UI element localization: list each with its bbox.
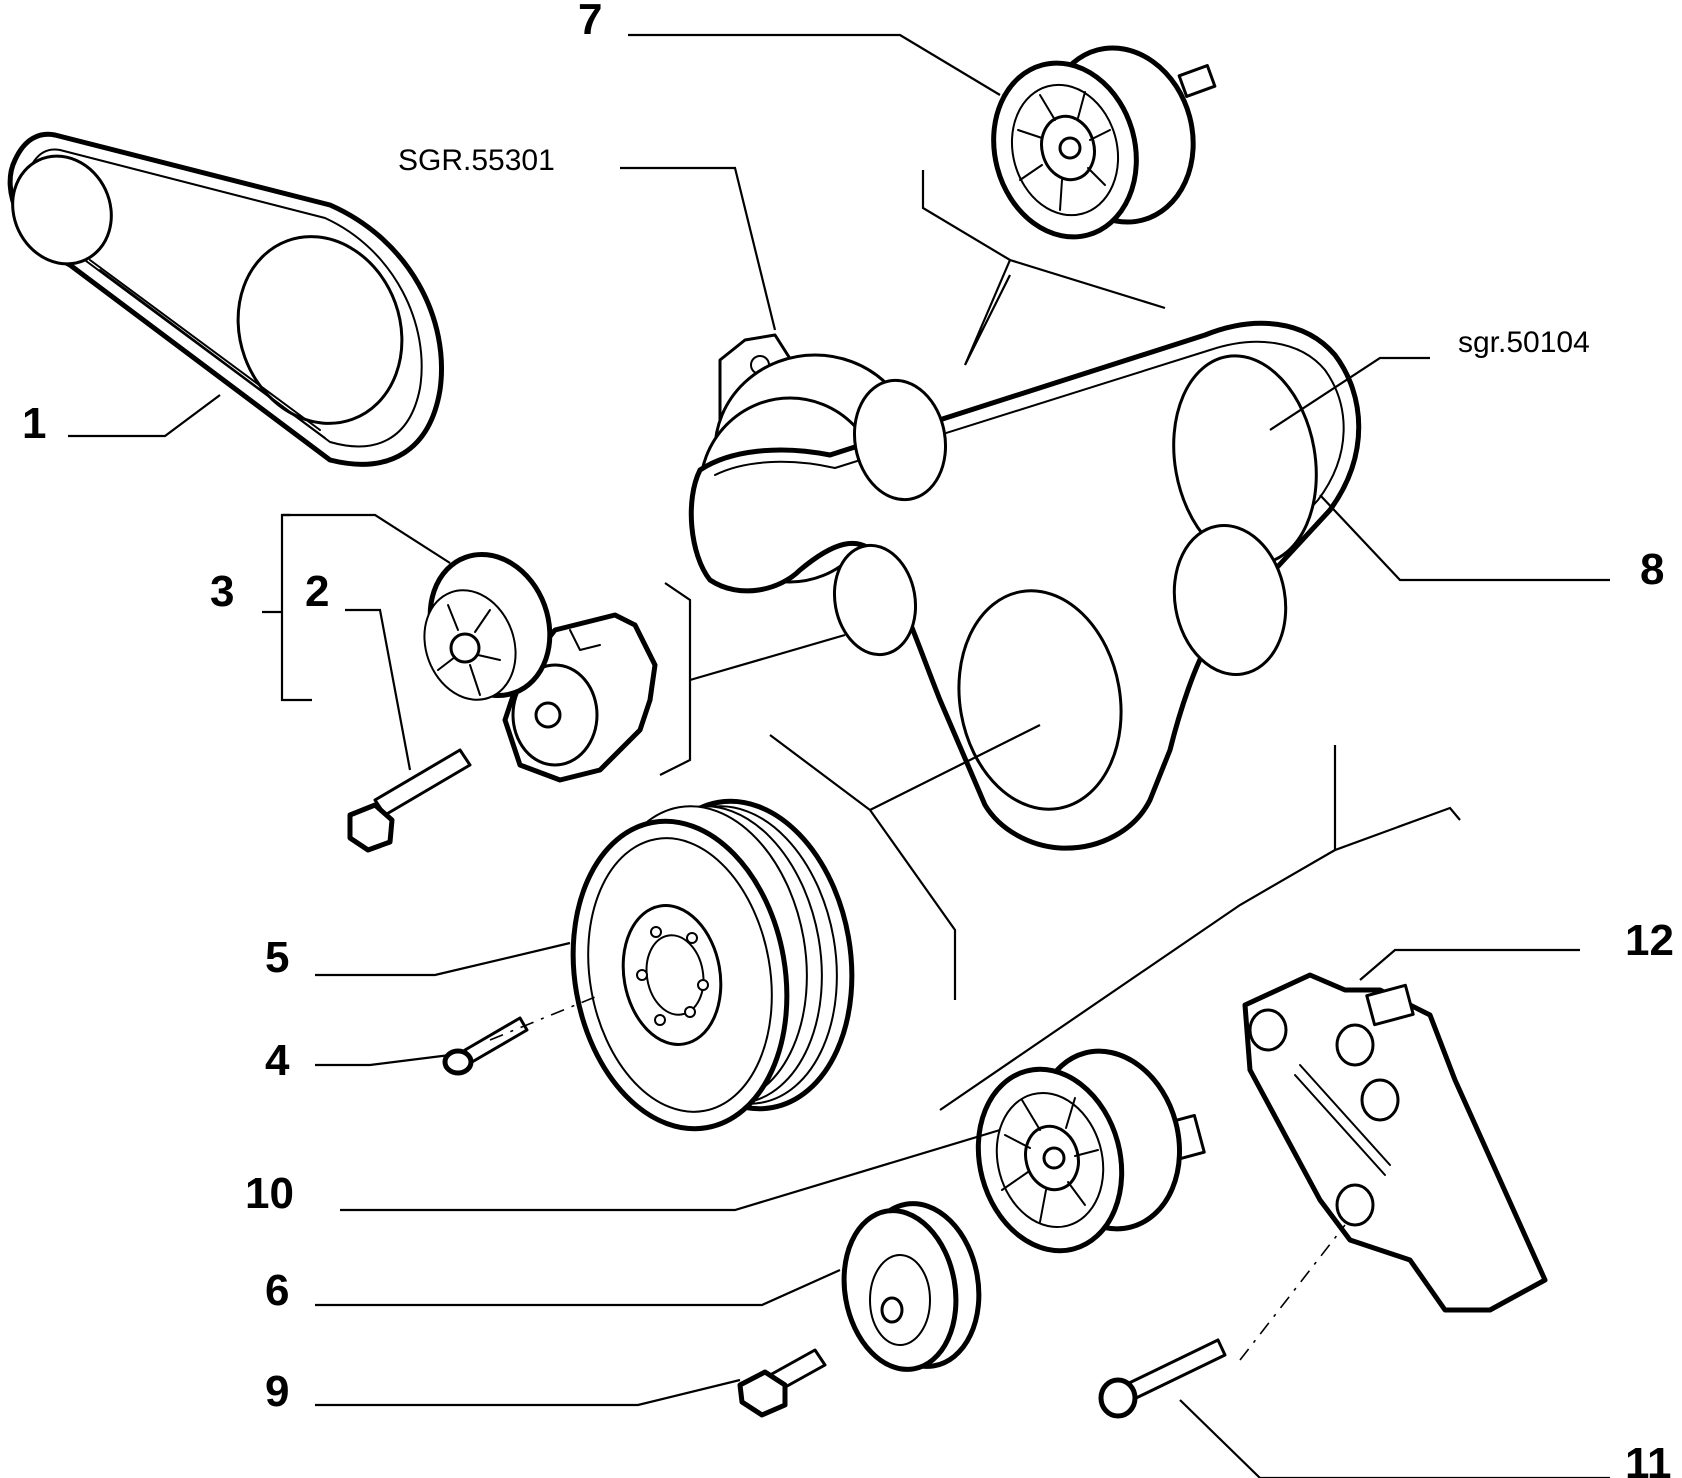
part-7-idler-pulley[interactable] <box>975 31 1217 253</box>
ref-sgr50104: sgr.50104 <box>1458 326 1590 359</box>
part-2-bolt[interactable] <box>347 748 472 853</box>
part-6-pulley-cap[interactable] <box>832 1194 991 1378</box>
ref-sgr55301: SGR.55301 <box>398 144 555 177</box>
part-11-screw[interactable] <box>1098 1338 1227 1419</box>
label-4: 4 <box>265 1036 290 1085</box>
part-1-belt[interactable] <box>0 131 444 467</box>
label-7: 7 <box>578 0 602 44</box>
label-2: 2 <box>305 567 329 616</box>
label-12: 12 <box>1625 916 1674 965</box>
part-3-tensioner[interactable] <box>410 538 658 783</box>
label-5: 5 <box>265 933 289 982</box>
label-8: 8 <box>1640 545 1664 594</box>
part-9-bolt[interactable] <box>737 1348 827 1418</box>
engine-pulley-assembly[interactable] <box>688 320 1362 851</box>
callout-labels: 1 2 3 4 5 6 7 8 9 10 11 12 SGR.55301 sgr… <box>22 0 1674 1478</box>
part-4-screw[interactable] <box>442 1016 529 1076</box>
label-6: 6 <box>265 1266 289 1315</box>
leader-lines <box>68 33 1610 1478</box>
label-10: 10 <box>245 1169 294 1218</box>
part-5-crank-pulley[interactable] <box>550 784 876 1146</box>
label-1: 1 <box>22 399 46 448</box>
part-10-idler-pulley[interactable] <box>959 1035 1206 1267</box>
label-3: 3 <box>210 567 234 616</box>
label-11: 11 <box>1625 1439 1672 1478</box>
part-12-bracket[interactable] <box>1242 972 1548 1313</box>
label-9: 9 <box>265 1367 289 1416</box>
